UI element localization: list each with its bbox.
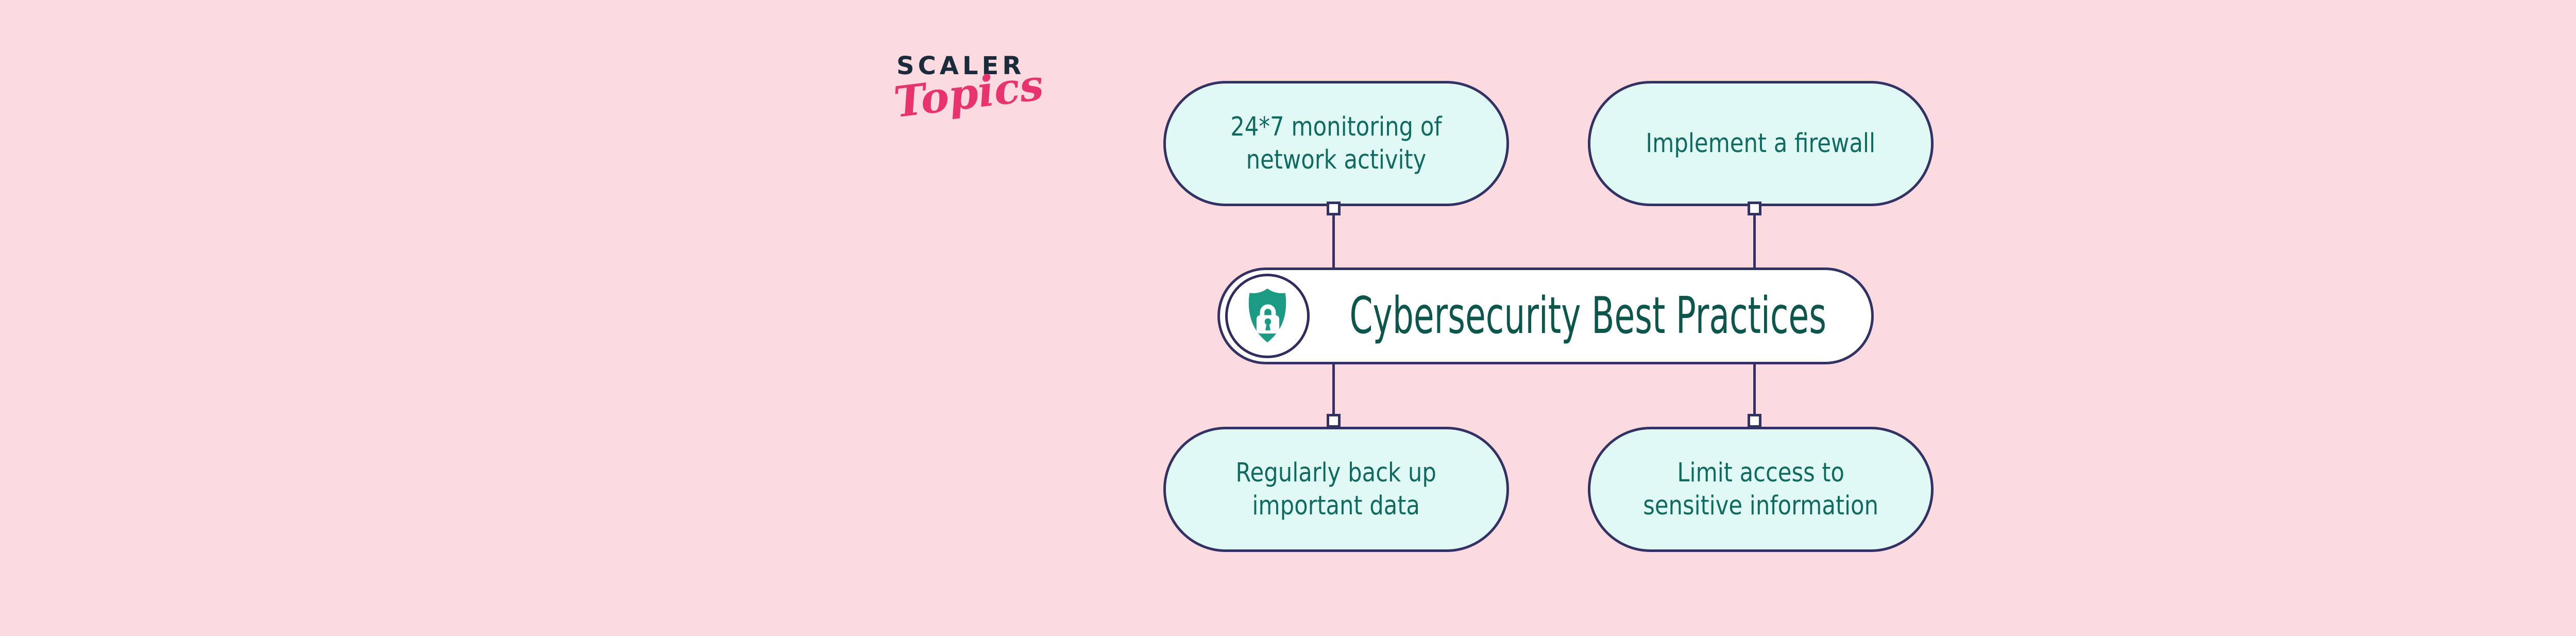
connector-line-top-left — [1332, 215, 1335, 267]
scaler-topics-logo: SCALER Topics — [891, 52, 1046, 128]
node-label: 24*7 monitoring of network activity — [1230, 112, 1442, 175]
center-title-wrap: Cybersecurity Best Practices — [1313, 270, 1863, 362]
center-title: Cybersecurity Best Practices — [1349, 287, 1826, 345]
node-top-left: 24*7 monitoring of network activity — [1163, 81, 1509, 206]
connector-handle-top-left — [1327, 202, 1341, 215]
logo-brand-text: SCALER — [896, 52, 1025, 80]
connector-handle-bottom-right — [1748, 414, 1761, 428]
shield-lock-icon — [1248, 288, 1286, 343]
node-label: Implement a firewall — [1646, 128, 1876, 159]
node-label: Regularly back up important data — [1235, 458, 1437, 521]
node-bottom-left: Regularly back up important data — [1163, 427, 1509, 552]
connector-line-bottom-left — [1332, 364, 1335, 414]
connector-line-bottom-right — [1753, 364, 1756, 414]
connector-line-top-right — [1753, 215, 1756, 267]
connector-handle-top-right — [1748, 202, 1761, 215]
node-top-right: Implement a firewall — [1588, 81, 1934, 206]
node-label: Limit access to sensitive information — [1643, 458, 1878, 521]
shield-badge — [1225, 274, 1310, 358]
center-node: Cybersecurity Best Practices — [1217, 267, 1874, 364]
connector-handle-bottom-left — [1327, 414, 1341, 428]
node-bottom-right: Limit access to sensitive information — [1588, 427, 1934, 552]
